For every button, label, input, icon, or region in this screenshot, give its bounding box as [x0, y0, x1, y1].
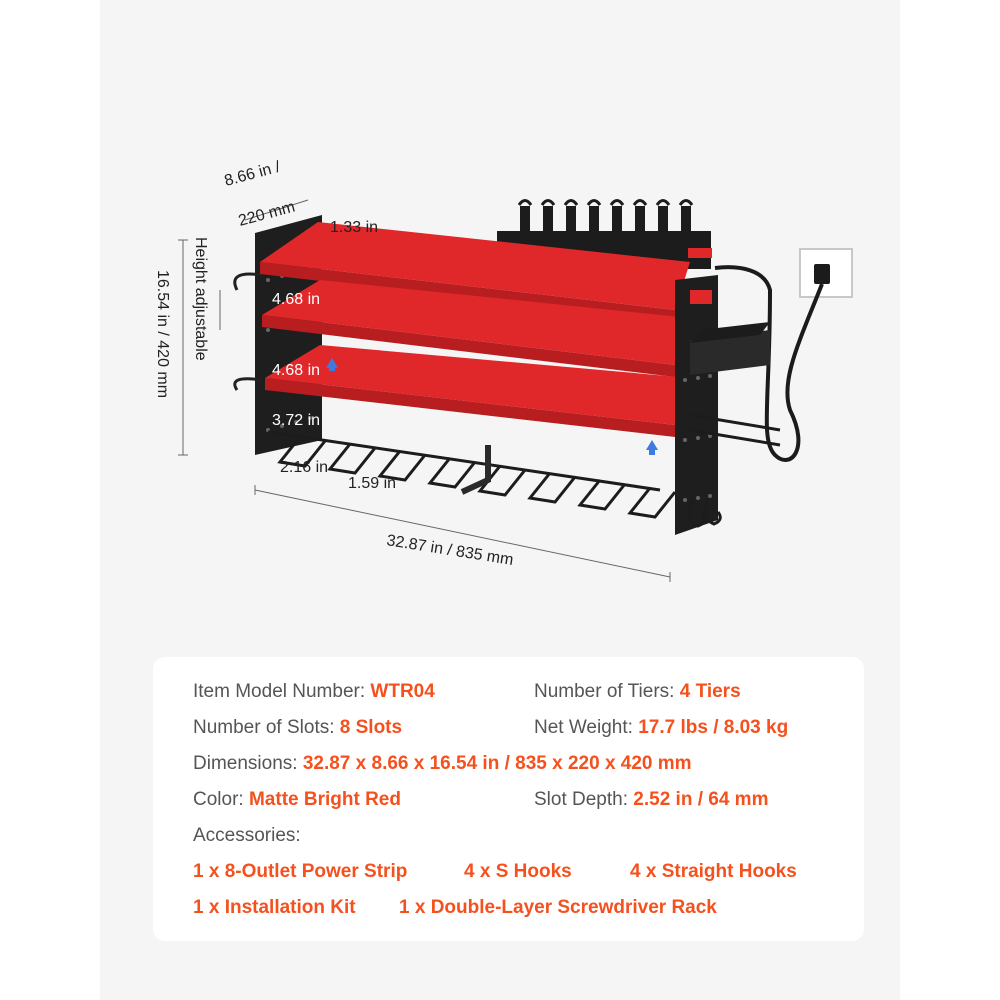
accessory-item: 1 x 8-Outlet Power Strip: [193, 861, 408, 882]
slot-gap-label: 1.59 in: [348, 475, 396, 492]
support-bracket: [460, 445, 491, 495]
height-adjustable-label: Height adjustable: [192, 237, 209, 361]
model-row: Item Model Number: WTR04: [193, 681, 435, 703]
tiers-row: Number of Tiers: 4 Tiers: [534, 681, 741, 703]
shelf-tier-2: [262, 280, 690, 377]
slot-depth-row: Slot Depth: 2.52 in / 64 mm: [534, 789, 768, 811]
straight-hooks-icon: [689, 413, 781, 447]
right-side-panel: [675, 275, 718, 535]
depth-label-top: 8.66 in /: [223, 159, 283, 190]
slot-depth-label: Slot Depth:: [534, 789, 628, 810]
adjust-arrow-icon: [326, 358, 658, 455]
plugs-icon: [517, 199, 694, 232]
slots-value: 8 Slots: [339, 717, 403, 738]
tiers-label: Number of Tiers:: [534, 681, 675, 702]
slots-row: Number of Slots: 8 Slots: [193, 717, 402, 739]
model-label: Item Model Number:: [193, 681, 366, 702]
top-gap-label: 1.33 in: [330, 219, 378, 236]
slots-label: Number of Slots:: [193, 717, 335, 738]
color-row: Color: Matte Bright Red: [193, 789, 401, 811]
power-cord: [714, 265, 824, 462]
color-value: Matte Bright Red: [248, 789, 401, 810]
slot-depth-value: 2.52 in / 64 mm: [633, 789, 769, 810]
dimensions-value: 32.87 x 8.66 x 16.54 in / 835 x 220 x 42…: [302, 753, 692, 774]
slot-rack: [267, 430, 677, 519]
total-length-label: 32.87 in / 835 mm: [385, 532, 514, 569]
model-value: WTR04: [370, 681, 435, 702]
weight-row: Net Weight: 17.7 lbs / 8.03 kg: [534, 717, 788, 739]
total-height-label: 16.54 in / 420 mm: [154, 270, 171, 398]
tier-gap-label-1: 4.68 in: [272, 291, 320, 308]
wall-socket-icon: [799, 248, 853, 298]
tiers-value: 4 Tiers: [679, 681, 741, 702]
dimensions-label: Dimensions:: [193, 753, 298, 774]
screwdriver-rack: [690, 322, 770, 375]
accessory-item: 4 x S Hooks: [464, 861, 572, 882]
tier-gap-label-2: 4.68 in: [272, 362, 320, 379]
accessory-item: 1 x Installation Kit: [193, 897, 356, 918]
slot-width-label: 2.16 in: [280, 459, 328, 476]
accessory-item: 4 x Straight Hooks: [630, 861, 797, 882]
product-diagram: 8.66 in / 220 mm 1.33 in Height adjustab…: [154, 159, 853, 582]
spec-card: Item Model Number: WTR04 Number of Tiers…: [153, 657, 864, 941]
bottom-gap-label: 3.72 in: [272, 412, 320, 429]
accessories-label: Accessories:: [193, 825, 301, 846]
dimensions-row: Dimensions: 32.87 x 8.66 x 16.54 in / 83…: [193, 753, 692, 775]
shelf-tier-3: [265, 345, 690, 437]
color-label: Color:: [193, 789, 244, 810]
s-hooks-icon: [687, 497, 722, 528]
accessory-item: 1 x Double-Layer Screwdriver Rack: [399, 897, 717, 918]
weight-label: Net Weight:: [534, 717, 633, 738]
weight-value: 17.7 lbs / 8.03 kg: [638, 717, 789, 738]
dimension-lines: [178, 199, 671, 582]
